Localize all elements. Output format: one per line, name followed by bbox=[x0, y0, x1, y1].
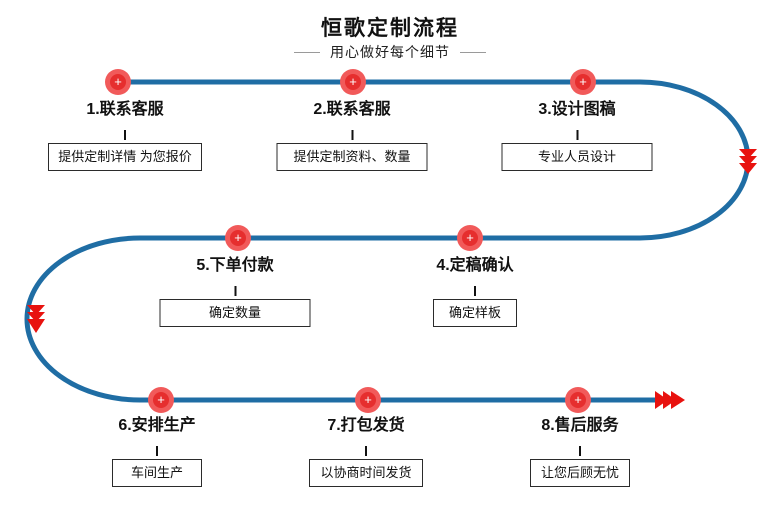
step-label: 8.售后服务 bbox=[541, 417, 619, 434]
connector-tick bbox=[351, 130, 353, 140]
connector-tick bbox=[124, 130, 126, 140]
step-detail-box: 以协商时间发货 bbox=[309, 459, 423, 487]
step-node-7: + bbox=[355, 387, 381, 413]
plus-icon: + bbox=[345, 74, 361, 90]
step-detail-box: 确定样板 bbox=[433, 299, 517, 327]
step-detail-box: 专业人员设计 bbox=[501, 143, 653, 171]
connector-tick bbox=[234, 286, 236, 296]
step-node-2: + bbox=[340, 69, 366, 95]
connector-tick bbox=[365, 446, 367, 456]
plus-icon: + bbox=[110, 74, 126, 90]
plus-icon: + bbox=[462, 230, 478, 246]
step-label: 2.联系客服 bbox=[313, 101, 391, 118]
connector-tick bbox=[579, 446, 581, 456]
plus-icon: + bbox=[575, 74, 591, 90]
step-7: 7.打包发货 以协商时间发货 bbox=[309, 418, 423, 487]
step-3: 3.设计图稿 专业人员设计 bbox=[501, 101, 653, 171]
step-label: 1.联系客服 bbox=[86, 101, 164, 118]
step-node-3: + bbox=[570, 69, 596, 95]
flow-line bbox=[24, 79, 751, 403]
down-arrows-left-icon bbox=[27, 305, 45, 333]
connector-tick bbox=[474, 286, 476, 296]
step-detail-box: 提供定制资料、数量 bbox=[276, 143, 428, 171]
step-node-8: + bbox=[565, 387, 591, 413]
step-node-4: + bbox=[457, 225, 483, 251]
connector-tick bbox=[576, 130, 578, 140]
end-arrows-icon bbox=[655, 391, 685, 409]
step-node-5: + bbox=[225, 225, 251, 251]
step-detail-box: 车间生产 bbox=[112, 459, 202, 487]
step-label: 7.打包发货 bbox=[327, 417, 405, 434]
step-label: 6.安排生产 bbox=[118, 417, 196, 434]
plus-icon: + bbox=[570, 392, 586, 408]
plus-icon: + bbox=[360, 392, 376, 408]
step-label: 4.定稿确认 bbox=[436, 257, 514, 274]
step-node-1: + bbox=[105, 69, 131, 95]
step-detail-box: 确定数量 bbox=[159, 299, 311, 327]
subtitle: 用心做好每个细节 bbox=[0, 44, 780, 60]
plus-icon: + bbox=[230, 230, 246, 246]
step-1: 1.联系客服 提供定制详情 为您报价 bbox=[48, 102, 202, 171]
subtitle-text: 用心做好每个细节 bbox=[330, 44, 450, 60]
step-2: 2.联系客服 提供定制资料、数量 bbox=[276, 101, 428, 171]
step-4: 4.定稿确认 确定样板 bbox=[433, 258, 517, 327]
step-label: 3.设计图稿 bbox=[538, 101, 616, 118]
step-label: 5.下单付款 bbox=[196, 257, 274, 274]
page-title: 恒歌定制流程 bbox=[321, 17, 459, 40]
subtitle-dash-right bbox=[460, 51, 486, 53]
step-5: 5.下单付款 确定数量 bbox=[159, 257, 311, 327]
plus-icon: + bbox=[153, 392, 169, 408]
down-arrows-right-icon bbox=[739, 149, 757, 174]
step-8: 8.售后服务 让您后顾无忧 bbox=[530, 418, 630, 487]
step-node-6: + bbox=[148, 387, 174, 413]
connector-tick bbox=[156, 446, 158, 456]
step-detail-box: 让您后顾无忧 bbox=[530, 459, 630, 487]
step-detail-box: 提供定制详情 为您报价 bbox=[48, 143, 202, 171]
step-6: 6.安排生产 车间生产 bbox=[112, 418, 202, 487]
subtitle-dash-left bbox=[294, 51, 320, 53]
